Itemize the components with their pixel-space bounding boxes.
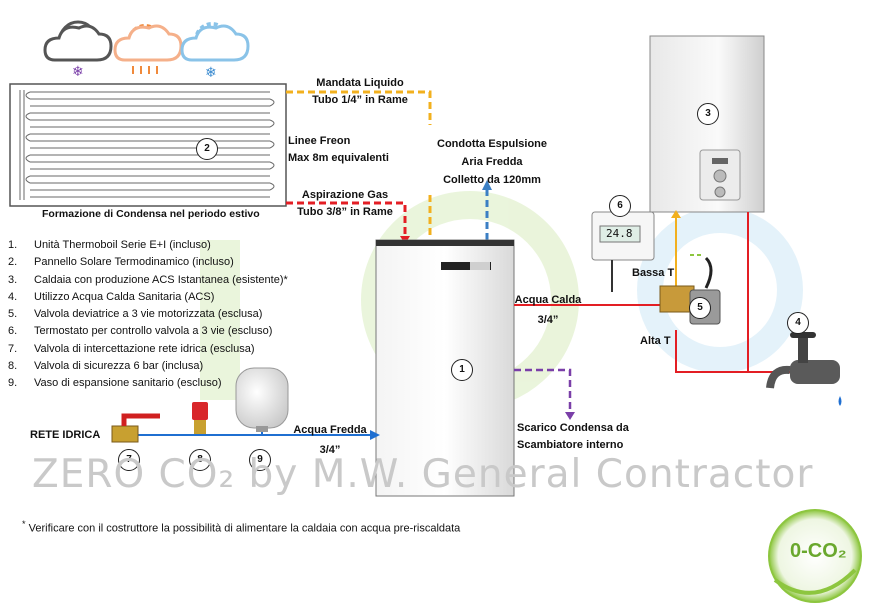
cold-water-label: Acqua Fredda 3/4” bbox=[290, 420, 370, 460]
freon-lines-max: Max 8m equivalenti bbox=[288, 152, 389, 164]
gas-suction-pipe: Tubo 3/8” in Rame bbox=[297, 206, 393, 218]
badge-9: 9 bbox=[249, 449, 271, 471]
weather-icons: ❄ ❄ bbox=[43, 20, 250, 80]
water-mains-label: RETE IDRICA bbox=[30, 429, 101, 441]
cloud-snow-sun-icon: ❄ bbox=[180, 22, 250, 80]
component-legend: 1.Unità Thermoboil Serie E+I (incluso) 2… bbox=[8, 237, 288, 393]
condensate-drain-line2: Scambiatore interno bbox=[517, 439, 624, 451]
badge-4: 4 bbox=[787, 312, 809, 334]
low-temp-label: Bassa T bbox=[632, 267, 675, 279]
badge-7: 7 bbox=[118, 449, 140, 471]
legend-item: 8.Valvola di sicurezza 6 bar (inclusa) bbox=[8, 360, 204, 373]
condensate-drain-label: Scarico Condensa da Scambiatore interno bbox=[517, 420, 629, 454]
cold-water-title: Acqua Fredda bbox=[293, 424, 367, 436]
logo-text: 0-CO₂ bbox=[790, 540, 847, 562]
legend-item: 1.Unità Thermoboil Serie E+I (incluso) bbox=[8, 239, 211, 251]
solar-panel bbox=[9, 83, 287, 207]
hot-water-title: Acqua Calda bbox=[514, 294, 582, 306]
footnote-text: Verificare con il costruttore la possibi… bbox=[28, 522, 461, 535]
zero-co2-logo bbox=[768, 509, 862, 603]
legend-item: 3.Caldaia con produzione ACS Istantanea … bbox=[8, 273, 288, 286]
badge-8: 8 bbox=[189, 449, 211, 471]
expansion-vessel bbox=[235, 367, 289, 432]
gas-suction-label: Aspirazione Gas Tubo 3/8” in Rame bbox=[285, 187, 405, 221]
water-tap bbox=[766, 332, 842, 406]
liquid-line-title: Mandata Liquido bbox=[316, 77, 404, 89]
exhaust-duct-line2: Aria Fredda bbox=[461, 156, 523, 168]
footnote: * Verificare con il costruttore la possi… bbox=[22, 519, 460, 535]
legend-item: 2.Pannello Solare Termodinamico (incluso… bbox=[8, 256, 234, 269]
cloud-rain-sun-icon bbox=[113, 24, 183, 74]
badge-1: 1 bbox=[451, 359, 473, 381]
cold-water-size: 3/4” bbox=[319, 444, 341, 456]
exhaust-duct-label: Condotta Espulsione Aria Fredda Colletto… bbox=[432, 135, 552, 189]
gas-suction-line bbox=[286, 201, 407, 236]
gas-suction-title: Aspirazione Gas bbox=[301, 189, 389, 201]
watermark-text: ZERO CO₂ by M.W. General Contractor bbox=[32, 452, 814, 497]
condensate-drain-line bbox=[514, 368, 572, 412]
thermostat bbox=[591, 211, 655, 292]
legend-item: 4.Utilizzo Acqua Calda Sanitaria (ACS) bbox=[8, 290, 215, 303]
safety-valve bbox=[192, 402, 208, 434]
legend-item: 5.Valvola deviatrice a 3 vie motorizzata… bbox=[8, 308, 263, 321]
svg-text:❄: ❄ bbox=[205, 64, 217, 80]
badge-3: 3 bbox=[697, 103, 719, 125]
liquid-line-pipe: Tubo 1/4” in Rame bbox=[312, 94, 408, 106]
thermostat-display: 24.8 bbox=[606, 227, 633, 240]
cloud-snow-moon-icon: ❄ bbox=[43, 20, 113, 79]
liquid-line-label: Mandata Liquido Tubo 1/4” in Rame bbox=[300, 75, 420, 109]
condensation-caption: Formazione di Condensa nel periodo estiv… bbox=[42, 208, 260, 220]
hot-water-label: Acqua Calda 3/4” bbox=[508, 290, 588, 330]
badge-5: 5 bbox=[689, 297, 711, 319]
legend-item: 7.Valvola di intercettazione rete idrica… bbox=[8, 342, 255, 355]
high-temp-label: Alta T bbox=[640, 335, 671, 347]
hot-water-size: 3/4” bbox=[537, 314, 559, 326]
exhaust-duct-line3: Colletto da 120mm bbox=[443, 174, 541, 186]
shutoff-valve bbox=[111, 413, 160, 443]
liquid-line bbox=[286, 90, 432, 125]
condensate-drain-line1: Scarico Condensa da bbox=[517, 422, 629, 434]
legend-item: 6.Termostato per controllo valvola a 3 v… bbox=[8, 325, 273, 338]
legend-item: 9.Vaso di espansione sanitario (escluso) bbox=[8, 377, 222, 390]
wall-boiler bbox=[649, 35, 765, 213]
badge-2: 2 bbox=[196, 138, 218, 160]
freon-lines-title: Linee Freon bbox=[288, 135, 351, 147]
footnote-star: * bbox=[22, 519, 26, 529]
thermoboil-unit bbox=[375, 239, 515, 497]
badge-6: 6 bbox=[609, 195, 631, 217]
exhaust-duct-line1: Condotta Espulsione bbox=[437, 138, 547, 150]
freon-lines-label: Linee Freon Max 8m equivalenti bbox=[288, 133, 389, 167]
svg-text:❄: ❄ bbox=[72, 63, 84, 79]
